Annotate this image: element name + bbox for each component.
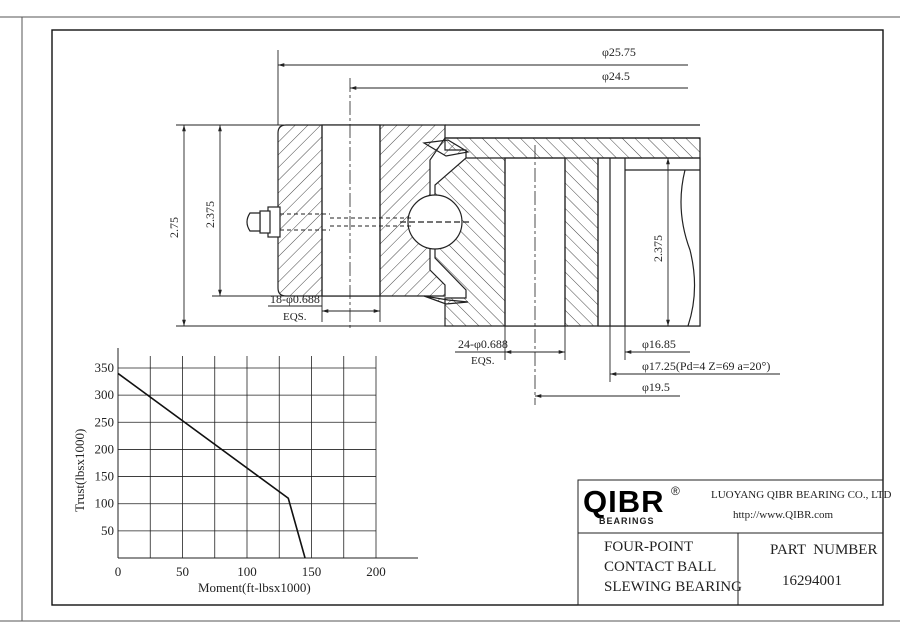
dim-inner-ring-height: 2.375 [651, 235, 665, 262]
part-description: FOUR-POINT CONTACT BALL SLEWING BEARING [604, 537, 742, 597]
dimension-labels: φ25.75 φ24.5 2.75 2.375 2.375 18-φ0.688 … [167, 45, 770, 394]
company-website: http://www.QIBR.com [733, 509, 834, 521]
dim-gear: φ17.25(Pd=4 Z=69 a=20°) [642, 359, 770, 373]
dim-inner-holes-eqs: EQS. [471, 355, 495, 367]
ball [407, 194, 463, 250]
company-logo: QIBR ® BEARINGS [583, 480, 693, 530]
dim-outer-diameter: φ25.75 [602, 45, 636, 59]
x-tick-label: 200 [366, 564, 386, 579]
bearing-cross-section [246, 124, 701, 327]
description-line: CONTACT BALL [604, 559, 717, 575]
y-tick-label: 150 [95, 469, 115, 484]
outer-bolt-hole [321, 124, 381, 297]
seal-bottom [423, 295, 469, 305]
x-tick-label: 100 [237, 564, 257, 579]
grease-fitting-icon [246, 206, 281, 238]
dim-total-height: 2.75 [167, 217, 181, 238]
seal-top [422, 139, 470, 157]
y-tick-label: 200 [95, 441, 115, 456]
part-number: 16294001 [782, 573, 842, 589]
description-line: SLEWING BEARING [604, 579, 742, 595]
sheet-border [0, 16, 900, 622]
y-tick-label: 50 [101, 523, 114, 538]
chart-y-label: Trust(lbsx1000) [72, 429, 87, 512]
description-line: FOUR-POINT [604, 539, 694, 555]
x-tick-label: 50 [176, 564, 189, 579]
logo-registered-mark: ® [671, 484, 680, 498]
centerlines [349, 78, 536, 405]
dim-inner-holes: 24-φ0.688 [458, 337, 508, 351]
logo-text: QIBR [583, 484, 665, 519]
chart-axes [117, 348, 418, 559]
dim-bolt-circle-outer: φ24.5 [602, 69, 630, 83]
company-name: LUOYANG QIBR BEARING CO., LTD [711, 489, 892, 501]
y-tick-label: 250 [95, 414, 115, 429]
dim-outer-ring-height: 2.375 [203, 201, 217, 228]
y-tick-label: 100 [95, 496, 115, 511]
dim-bolt-circle-inner: φ19.5 [642, 380, 670, 394]
dim-outer-holes-eqs: EQS. [283, 311, 307, 323]
part-number-label: PART NUMBER [770, 542, 878, 558]
y-tick-label: 350 [95, 360, 115, 375]
dim-bore: φ16.85 [642, 337, 676, 351]
chart-grid [118, 356, 377, 558]
dimension-lines [176, 50, 780, 398]
title-block-frame [577, 479, 884, 606]
dim-outer-holes: 18-φ0.688 [270, 292, 320, 306]
chart-y-ticks: 50 100 150 200 250 300 350 [95, 360, 115, 538]
chart-x-label: Moment(ft-lbsx1000) [198, 580, 311, 595]
x-tick-label: 150 [302, 564, 322, 579]
x-tick-label: 0 [115, 564, 122, 579]
series-line [117, 372, 306, 559]
logo-subtitle: BEARINGS [599, 516, 655, 526]
chart-series [117, 372, 306, 559]
load-capacity-chart: 0 50 100 150 200 50 100 150 200 250 300 350 Moment… [72, 348, 418, 595]
y-tick-label: 300 [95, 387, 115, 402]
chart-x-ticks: 0 50 100 150 200 [115, 564, 386, 579]
